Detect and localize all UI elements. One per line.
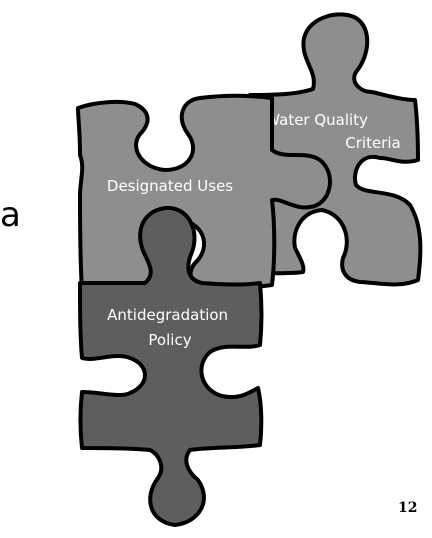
water-quality-criteria-label-line-2: Criteria <box>345 134 400 152</box>
antidegradation-policy-shape <box>78 205 264 527</box>
designated-uses-label-line-1: Designated Uses <box>107 177 233 195</box>
water-quality-criteria-label-line-1: Water Quality <box>265 111 368 129</box>
antidegradation-policy-label-line-1: Antidegradation <box>107 306 228 324</box>
designated-uses-label: Designated Uses <box>107 177 233 195</box>
partial-slide-text: a <box>0 195 21 235</box>
antidegradation-policy-piece: Antidegradation Policy <box>78 205 264 527</box>
water-quality-criteria-piece: Water Quality Criteria <box>248 12 423 287</box>
antidegradation-policy-label: Antidegradation Policy <box>107 306 233 349</box>
antidegradation-policy-label-line-2: Policy <box>148 331 191 349</box>
water-quality-criteria-label: Water Quality Criteria <box>265 111 400 152</box>
page-number: 12 <box>398 500 417 516</box>
water-quality-criteria-shape <box>248 12 423 287</box>
